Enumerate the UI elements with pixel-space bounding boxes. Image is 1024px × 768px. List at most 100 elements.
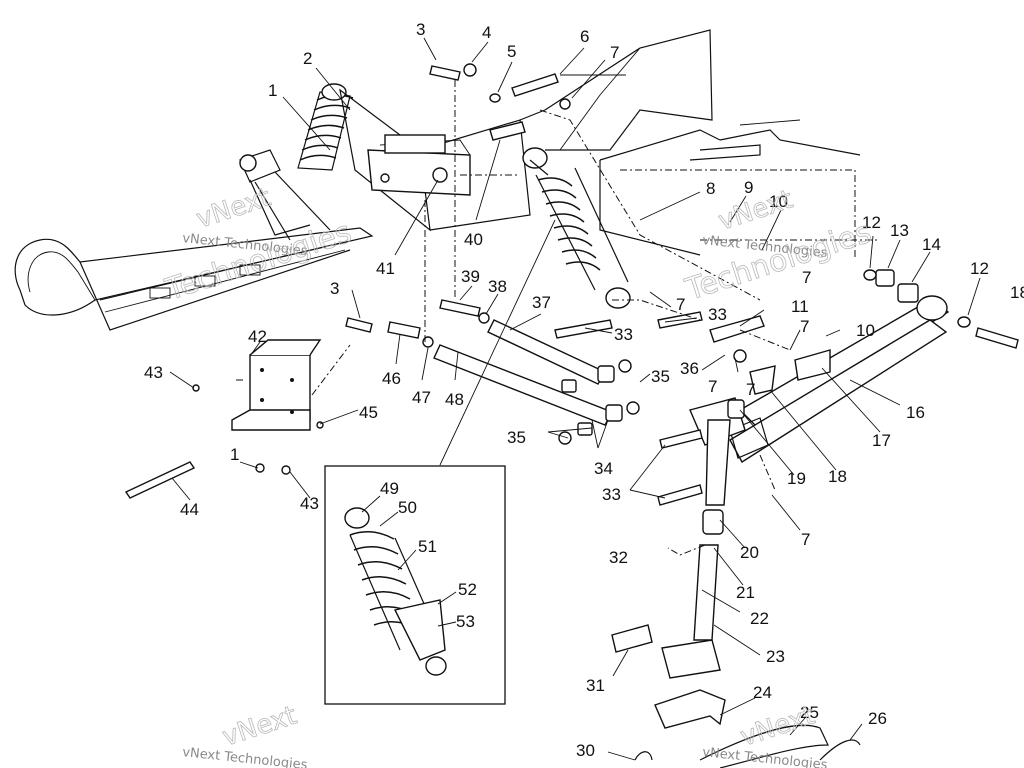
callout-30: 30 [576, 741, 595, 760]
callout-51: 51 [418, 537, 437, 556]
steering-bracket-42 [231, 339, 322, 431]
callout-41: 41 [376, 259, 395, 278]
callout-7f: 7 [801, 530, 810, 549]
callout-25: 25 [800, 703, 819, 722]
callout-3b: 3 [330, 279, 339, 298]
bolt-40 [489, 121, 526, 141]
callout-7b: 7 [676, 295, 685, 314]
left-shock-absorber [297, 83, 354, 171]
callout-31: 31 [586, 676, 605, 695]
callout-35a: 35 [651, 367, 670, 386]
washer-12b [957, 316, 971, 328]
screw-43a [192, 384, 200, 392]
svg-text:Technologies: Technologies [161, 215, 356, 308]
bolt-6 [511, 73, 559, 97]
callout-7: 7 [610, 43, 619, 62]
callout-49: 49 [380, 479, 399, 498]
steering-mount-plate [367, 134, 471, 196]
watermark-bottom-left: vNext Technologies vNext [182, 700, 309, 768]
callout-7a: 7 [802, 268, 811, 287]
ski-spindle-assembly [239, 149, 331, 241]
watermark-top-left: vNext Technologies vNext Technologies [160, 182, 356, 308]
bolt-44 [124, 461, 196, 499]
svg-text:vNext: vNext [737, 701, 819, 753]
lower-a-arm [729, 295, 950, 463]
part-25 [699, 724, 829, 768]
callout-50: 50 [398, 498, 417, 517]
callout-13: 13 [890, 221, 909, 240]
callout-48: 48 [445, 390, 464, 409]
rod-end-46 [387, 321, 421, 339]
callout-12: 12 [862, 213, 881, 232]
callout-33b: 33 [708, 305, 727, 324]
bolt-33b [659, 429, 703, 449]
bolt-39 [439, 299, 481, 317]
chassis-bulkhead [339, 29, 861, 256]
plate-17 [794, 349, 831, 381]
svg-text:vNext Technologies: vNext Technologies [702, 745, 829, 768]
callout-10b: 10 [856, 321, 875, 340]
bolt-33a [554, 319, 613, 339]
ski-saddle-24 [654, 689, 726, 729]
svg-text:vNext: vNext [193, 183, 275, 235]
callout-5: 5 [507, 42, 516, 61]
callout-18-right: 18 [1010, 283, 1024, 302]
svg-text:vNext: vNext [715, 185, 797, 237]
part-30 [634, 751, 653, 761]
nut-36 [733, 349, 747, 363]
nut-4 [463, 63, 477, 77]
screw-1 [255, 463, 265, 473]
callout-44: 44 [180, 500, 199, 519]
washer-5 [489, 93, 501, 103]
callout-42: 42 [248, 327, 267, 346]
svg-text:vNext: vNext [219, 701, 301, 753]
detail-leader [439, 219, 556, 466]
callout-18: 18 [828, 467, 847, 486]
callout-37: 37 [532, 293, 551, 312]
callout-38: 38 [488, 277, 507, 296]
leader-lines [169, 37, 981, 761]
callout-46: 46 [382, 369, 401, 388]
callout-3: 3 [416, 20, 425, 39]
svg-text:Technologies: Technologies [681, 215, 876, 308]
bracket-18 [749, 365, 776, 395]
callout-numbers: 1 2 3 4 5 6 7 8 9 10 11 12 13 14 12 18 1… [144, 20, 1024, 760]
callout-21: 21 [736, 583, 755, 602]
screw-43b [281, 465, 291, 475]
callout-24: 24 [753, 683, 772, 702]
bolt-33c [657, 484, 703, 506]
callout-45: 45 [359, 403, 378, 422]
callout-7c: 7 [800, 317, 809, 336]
nut-38 [478, 312, 490, 324]
callout-33a: 33 [614, 325, 633, 344]
callout-39: 39 [461, 267, 480, 286]
callout-20: 20 [740, 543, 759, 562]
callout-23: 23 [766, 647, 785, 666]
callout-12b: 12 [970, 259, 989, 278]
nut-7-top [559, 98, 571, 110]
callout-14: 14 [922, 235, 941, 254]
ski [14, 227, 374, 331]
callout-53: 53 [456, 612, 475, 631]
callout-10: 10 [769, 192, 788, 211]
callout-52: 52 [458, 580, 477, 599]
callout-35b: 35 [507, 428, 526, 447]
link-11 [709, 315, 765, 343]
center-shock-absorber [522, 147, 631, 309]
shock-detail-box [324, 465, 506, 705]
callout-11: 11 [791, 297, 809, 316]
bracket-3b [345, 317, 373, 333]
callout-9: 9 [744, 178, 753, 197]
svg-text:vNext Technologies: vNext Technologies [182, 745, 309, 768]
callout-47: 47 [412, 388, 431, 407]
watermark-top-right: vNext Technologies vNext Technologies [680, 184, 876, 308]
callout-33c: 33 [602, 485, 621, 504]
washer-12 [863, 269, 877, 281]
callout-34: 34 [594, 459, 613, 478]
callout-43a: 43 [144, 363, 163, 382]
callout-17: 17 [872, 431, 891, 450]
bushing-13 [875, 269, 895, 287]
callout-43b: 43 [300, 494, 319, 513]
callout-6: 6 [580, 27, 589, 46]
